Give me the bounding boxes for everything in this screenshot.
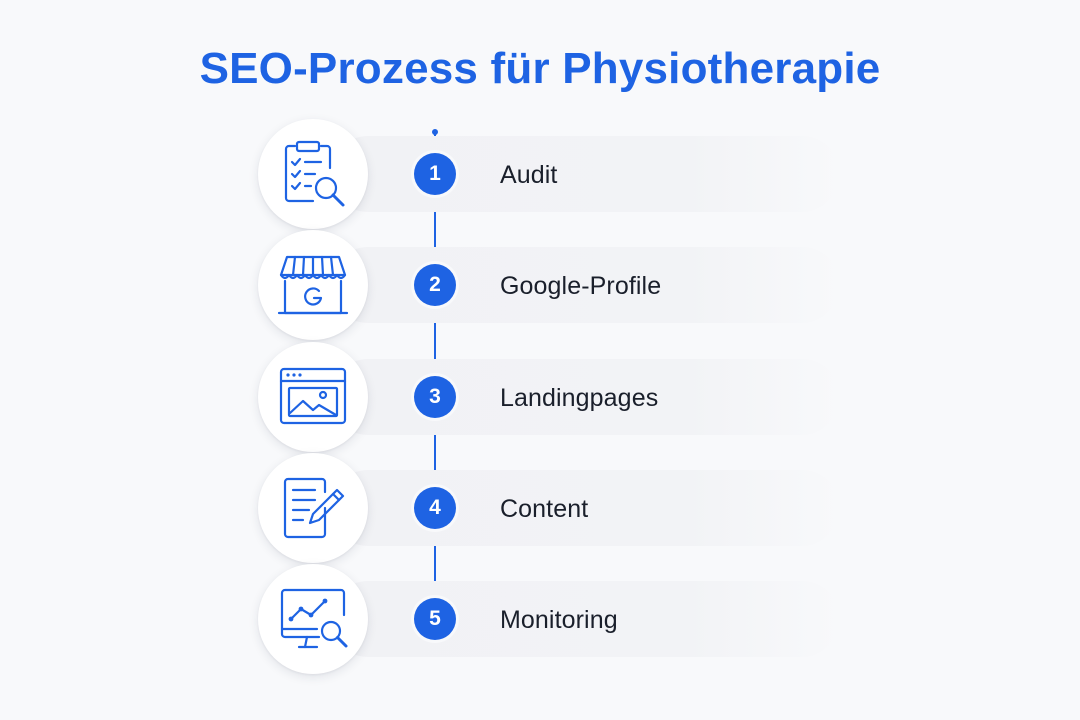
storefront-google-icon <box>277 255 349 315</box>
step-number-badge: 4 <box>414 487 456 529</box>
document-pencil-icon <box>283 477 345 539</box>
browser-window-image-icon <box>279 367 347 425</box>
step-number-badge: 3 <box>414 376 456 418</box>
step-card <box>330 136 840 212</box>
step-content: 4 Content <box>0 452 1080 564</box>
step-google-profile: 2 Google-Profile <box>0 229 1080 341</box>
step-icon-circle <box>258 342 368 452</box>
step-number-badge: 1 <box>414 153 456 195</box>
clipboard-checklist-magnifier-icon <box>284 140 345 207</box>
step-icon-circle <box>258 230 368 340</box>
step-label: Audit <box>500 161 558 189</box>
step-number-badge: 2 <box>414 264 456 306</box>
step-label: Content <box>500 495 589 523</box>
step-label: Monitoring <box>500 606 618 634</box>
step-label: Google-Profile <box>500 272 662 300</box>
step-audit: 1 Audit <box>0 118 1080 230</box>
monitor-chart-magnifier-icon <box>280 588 348 649</box>
diagram-title: SEO-Prozess für Physiotherapie <box>199 44 881 93</box>
step-icon-circle <box>258 119 368 229</box>
step-number-badge: 5 <box>414 598 456 640</box>
step-landingpages: 3 Landingpages <box>0 341 1080 453</box>
step-icon-circle <box>258 453 368 563</box>
step-label: Landingpages <box>500 384 659 412</box>
step-icon-circle <box>258 564 368 674</box>
timeline-start-dot <box>432 129 438 135</box>
step-monitoring: 5 Monitoring <box>0 563 1080 675</box>
